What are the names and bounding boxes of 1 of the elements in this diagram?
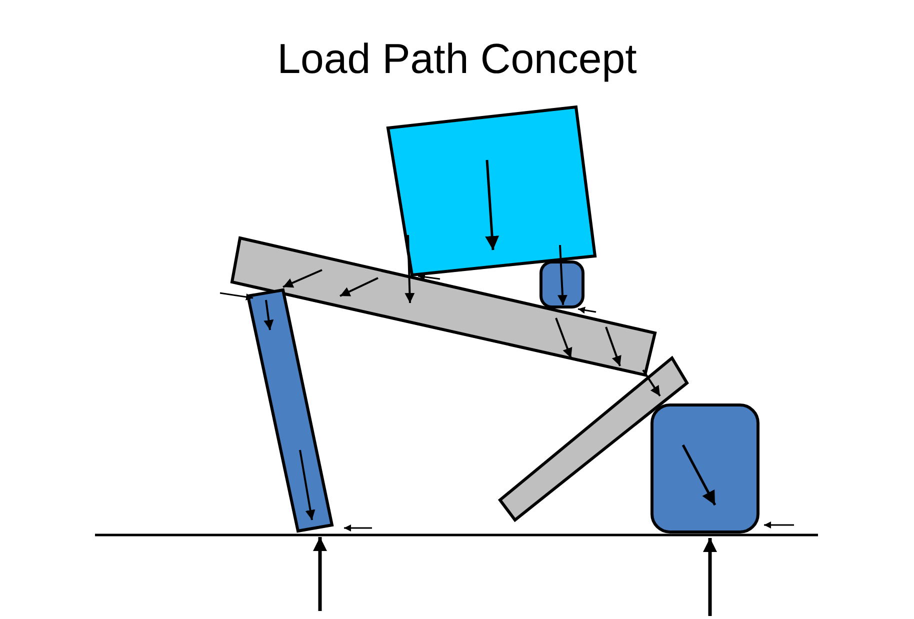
diagram-title: Load Path Concept — [277, 38, 637, 80]
